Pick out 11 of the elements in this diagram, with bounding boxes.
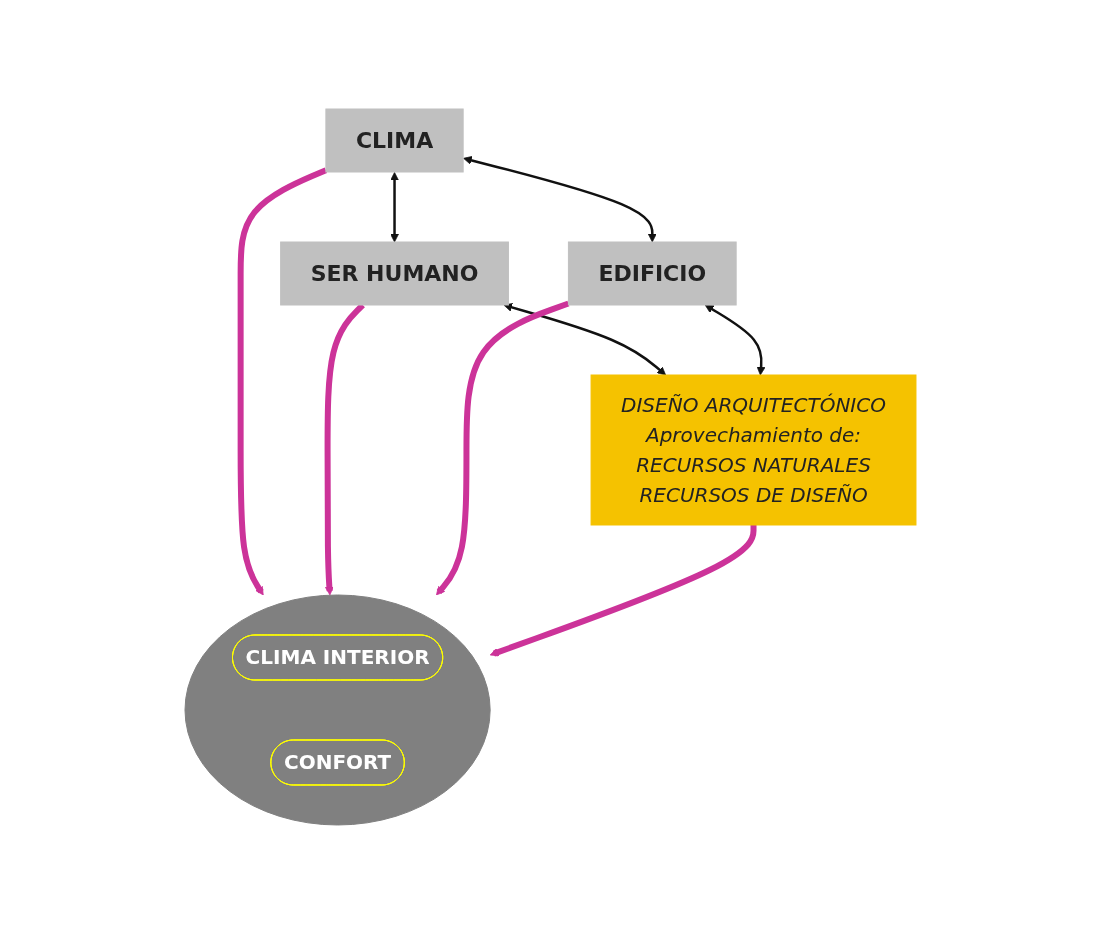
node-box: EDIFICIO: [567, 241, 737, 306]
arrow: [503, 303, 667, 376]
arrow: [463, 156, 657, 243]
arrow: [436, 300, 570, 596]
arrow: [704, 304, 766, 376]
node-box: CLIMA: [325, 108, 464, 173]
arrow: [390, 172, 399, 243]
node-box: SER HUMANO: [280, 241, 509, 306]
node-box: DISEÑO ARQUITECTÓNICO Aprovechamiento de: RECURSOS NATURALES RECURSOS DE DISEÑO: [590, 374, 917, 526]
cluster: [184, 594, 491, 826]
arrow: [237, 167, 328, 596]
